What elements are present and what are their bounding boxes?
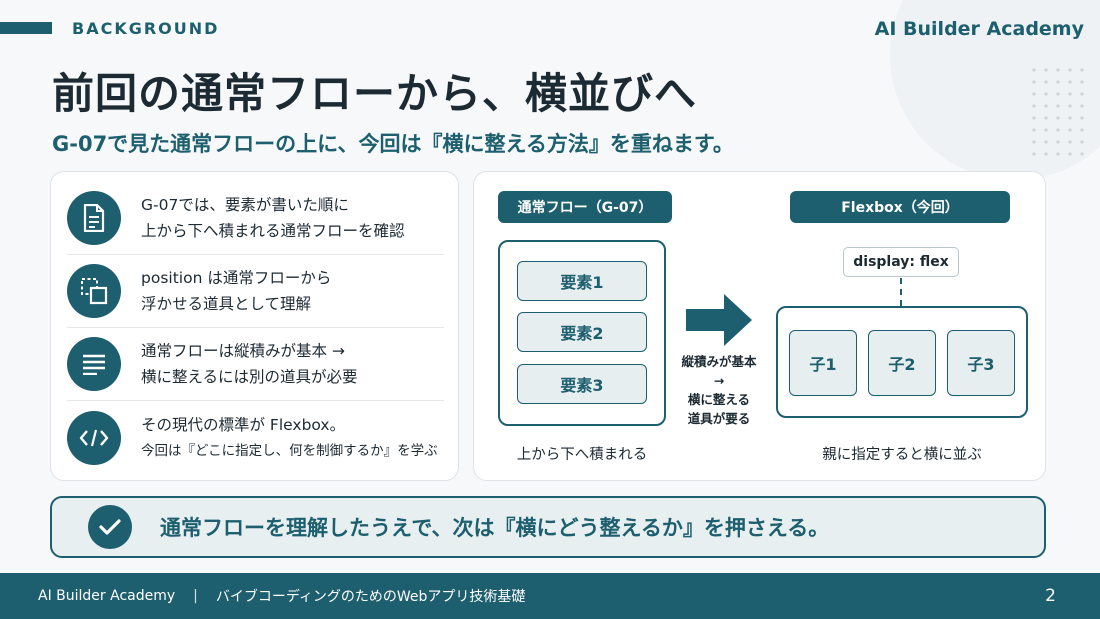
- footer-bar: AI Builder Academy | バイブコーディングのためのWebアプリ…: [0, 573, 1100, 619]
- flex-child-box: 子3: [947, 330, 1015, 396]
- page-subtitle: G-07で見た通常フローの上に、今回は『横に整える方法』を重ねます。: [52, 132, 734, 156]
- list-item-line: 浮かせる道具として理解: [141, 295, 312, 313]
- background-points-card: G-07では、要素が書いた順に 上から下へ積まれる通常フローを確認 positi…: [50, 171, 459, 481]
- dashed-connector: [900, 278, 902, 306]
- checkmark-icon: [88, 505, 132, 549]
- normal-flow-label: 通常フロー（G-07）: [498, 191, 672, 223]
- list-item-line: 上から下へ積まれる通常フローを確認: [141, 222, 405, 240]
- flex-child-box: 子2: [868, 330, 936, 396]
- list-item-text: その現代の標準が Flexbox。 今回は『どこに指定し、何を制御するか』を学ぶ: [141, 412, 438, 464]
- section-label: BACKGROUND: [72, 19, 220, 38]
- brand-logo-text: AI Builder Academy: [874, 18, 1084, 40]
- footer-brand: AI Builder Academy: [38, 588, 176, 604]
- flow-comparison-diagram: 通常フロー（G-07） 要素1 要素2 要素3 上から下へ積まれる 縦積みが基本…: [473, 171, 1046, 481]
- flexbox-caption: 親に指定すると横に並ぶ: [822, 447, 982, 463]
- list-item-line: position は通常フローから: [141, 269, 332, 287]
- list-item: 通常フローは縦積みが基本 → 横に整えるには別の道具が必要: [67, 328, 444, 401]
- list-item-text: 通常フローは縦積みが基本 → 横に整えるには別の道具が必要: [141, 338, 358, 390]
- transition-note-line: 道具が要る: [687, 411, 751, 426]
- list-item-line: 横に整えるには別の道具が必要: [141, 368, 358, 386]
- footer-course-title: バイブコーディングのためのWebアプリ技術基礎: [215, 589, 526, 605]
- flex-child-box: 子1: [789, 330, 857, 396]
- list-item-line: G-07では、要素が書いた順に: [141, 196, 349, 214]
- transition-note-line: 縦積みが基本: [681, 354, 757, 369]
- normal-flow-caption: 上から下へ積まれる: [516, 447, 648, 463]
- flow-element-box: 要素3: [517, 364, 647, 404]
- transition-note: 縦積みが基本 → 横に整える 道具が要る: [674, 352, 764, 428]
- flexbox-label: Flexbox（今回）: [790, 191, 1010, 223]
- right-arrow-icon: [686, 294, 752, 346]
- position-box-icon: [67, 264, 121, 318]
- document-icon: [67, 191, 121, 245]
- footer-separator: |: [193, 588, 198, 604]
- section-accent-bar: [0, 22, 52, 34]
- transition-note-arrow: →: [713, 373, 725, 388]
- page-number: 2: [1045, 586, 1056, 606]
- code-icon: [67, 410, 121, 465]
- list-item: その現代の標準が Flexbox。 今回は『どこに指定し、何を制御するか』を学ぶ: [67, 401, 444, 474]
- lines-icon: [67, 337, 121, 391]
- transition-note-line: 横に整える: [687, 392, 751, 407]
- list-item-line: その現代の標準が Flexbox。: [141, 415, 346, 434]
- flow-element-box: 要素1: [517, 261, 647, 301]
- list-item-line: 今回は『どこに指定し、何を制御するか』を学ぶ: [141, 442, 438, 459]
- list-item-text: G-07では、要素が書いた順に 上から下へ積まれる通常フローを確認: [141, 192, 405, 244]
- list-item-line: 通常フローは縦積みが基本 →: [141, 342, 345, 360]
- list-item: G-07では、要素が書いた順に 上から下へ積まれる通常フローを確認: [67, 182, 444, 255]
- display-flex-tag: display: flex: [843, 247, 959, 277]
- page-title: 前回の通常フローから、横並びへ: [52, 69, 698, 118]
- decorative-dot-grid: [1028, 64, 1090, 164]
- flexbox-container: 子1 子2 子3: [776, 306, 1028, 418]
- normal-flow-container: 要素1 要素2 要素3: [498, 240, 666, 426]
- list-item: position は通常フローから 浮かせる道具として理解: [67, 255, 444, 328]
- flow-element-box: 要素2: [517, 312, 647, 352]
- summary-text: 通常フローを理解したうえで、次は『横にどう整えるか』を押さえる。: [160, 516, 830, 540]
- list-item-text: position は通常フローから 浮かせる道具として理解: [141, 265, 331, 317]
- summary-banner: 通常フローを理解したうえで、次は『横にどう整えるか』を押さえる。: [50, 496, 1046, 558]
